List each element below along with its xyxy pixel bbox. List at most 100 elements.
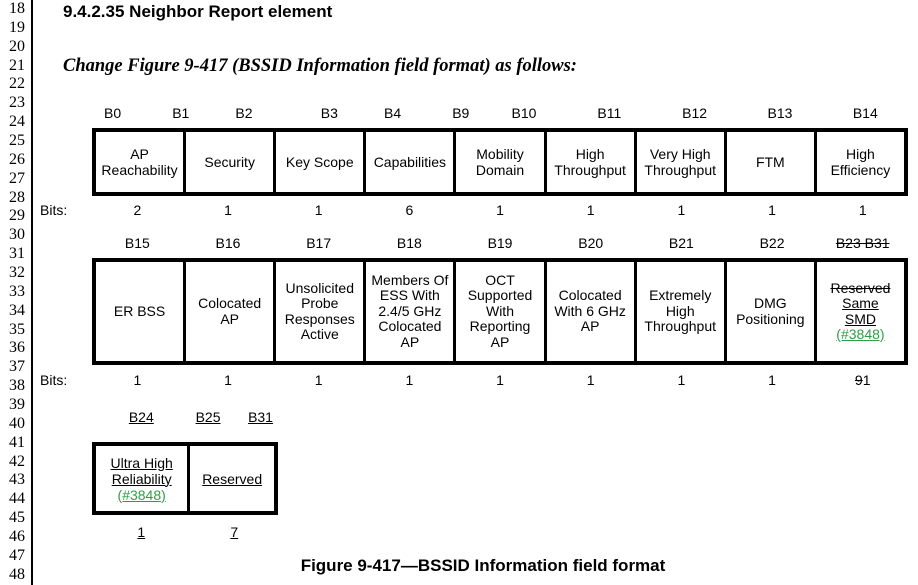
line-number: 28: [9, 188, 25, 206]
bit-label: B21: [668, 235, 694, 251]
field-cell: Unsolicited Probe Responses Active: [276, 262, 367, 361]
bit-label: B18: [396, 235, 422, 251]
bit-label: B12: [682, 105, 708, 121]
line-number: 46: [9, 528, 25, 546]
bits-value: 6: [405, 202, 414, 218]
line-number: 45: [9, 509, 25, 527]
bit-label: B22: [759, 235, 785, 251]
bit-label: B31: [248, 409, 273, 425]
bit-label: B9: [452, 105, 470, 121]
row1-bits: Bits: 2 1 1 6 1 1 1 1 1: [40, 202, 908, 218]
bits-value: 2: [133, 202, 142, 218]
line-number-gutter: 18 19 20 21 22 23 24 25 26 27 28 29 30 3…: [0, 0, 27, 585]
line-number: 35: [9, 320, 25, 338]
inserted-text: SMD: [844, 310, 876, 327]
line-number: 29: [9, 207, 25, 225]
field-cell: Very High Throughput: [637, 132, 727, 192]
bit-label: B14: [852, 105, 878, 121]
bits-value: 1: [496, 202, 504, 218]
line-number: 32: [9, 264, 25, 282]
bit-label: B20: [578, 235, 604, 251]
bit-label: B24: [128, 409, 154, 425]
line-number: 42: [9, 452, 25, 470]
field-cell: Security: [186, 132, 277, 192]
bit-label: B0: [104, 105, 122, 121]
bits-value: 1: [224, 372, 232, 388]
figure-9-417: B0 B1 B2 B3 B4 B9 B10 B11 B12 B13 B14 AP…: [40, 103, 908, 558]
bit-label-range-inserted: B25 B31: [191, 409, 278, 425]
bit-label-inserted: B24: [92, 409, 191, 425]
change-reference: (#3848): [117, 486, 166, 503]
bit-label: B3: [320, 105, 338, 121]
line-number: 25: [9, 132, 25, 150]
line-number: 38: [9, 377, 25, 395]
bits-value-redline: 91: [817, 372, 908, 388]
edit-instruction: Change Figure 9-417 (BSSID Information f…: [63, 56, 577, 76]
line-number: 31: [9, 245, 25, 263]
bits-value: 1: [224, 202, 232, 218]
field-cell: AP Reachability: [96, 132, 187, 192]
line-number: 21: [9, 56, 25, 74]
field-cell-inserted: Ultra High Reliability (#3848): [96, 446, 191, 511]
row2-field-table: ER BSS Colocated AP Unsolicited Probe Re…: [92, 258, 908, 365]
bits-label: Bits:: [40, 372, 68, 388]
deleted-text: 9: [854, 372, 863, 388]
line-number: 22: [9, 75, 25, 93]
bits-value: 1: [677, 372, 686, 388]
bit-label: B1: [172, 105, 190, 121]
inserted-text: 1: [862, 372, 871, 388]
line-number: 47: [9, 546, 25, 564]
bit-label: B16: [215, 235, 241, 251]
bits-label: Bits:: [40, 202, 68, 218]
bits-value: 1: [314, 202, 323, 218]
gutter-divider-line: [31, 0, 33, 585]
bits-value: 1: [768, 202, 776, 218]
bits-value: 1: [858, 202, 867, 218]
deleted-text: B23 B31: [835, 235, 890, 251]
bits-value: 1: [496, 372, 504, 388]
bits-value: 1: [586, 202, 595, 218]
bit-label: B13: [767, 105, 793, 121]
line-number: 36: [9, 339, 25, 357]
line-number: 41: [9, 433, 25, 451]
row2-bit-labels: B15 B16 B17 B18 B19 B20 B21 B22 B23 B31: [92, 235, 908, 251]
row3-bits: 1 7: [92, 524, 278, 540]
line-number: 20: [9, 37, 25, 55]
figure-caption: Figure 9-417—BSSID Information field for…: [300, 556, 666, 575]
bits-value: 1: [137, 524, 146, 540]
field-cell: High Efficiency: [830, 146, 891, 178]
bit-label: B4: [383, 105, 402, 121]
line-number: 23: [9, 94, 25, 112]
bit-label: B17: [306, 235, 332, 251]
line-number: 48: [9, 565, 25, 583]
row2-bits: Bits: 1 1 1 1 1 1 1 1 91: [40, 372, 908, 388]
bits-value-inserted: 1: [92, 524, 191, 540]
bit-label: B19: [487, 235, 513, 251]
line-number: 26: [9, 150, 25, 168]
line-number: 24: [9, 113, 25, 131]
line-number: 19: [9, 18, 25, 36]
inserted-text: Same: [842, 295, 879, 311]
row1-field-table: AP Reachability Security Key Scope Capab…: [92, 128, 908, 196]
bit-label-range: B4 B9: [372, 105, 481, 121]
line-number: 34: [9, 301, 25, 319]
section-heading: 9.4.2.35 Neighbor Report element: [63, 2, 333, 21]
field-cell: DMG Positioning: [727, 262, 817, 361]
line-number: 40: [9, 414, 25, 432]
bit-label: B15: [124, 235, 150, 251]
field-cell: Mobility Domain: [456, 132, 547, 192]
field-cell: Extremely High Throughput: [637, 262, 727, 361]
field-cell: Capabilities: [366, 132, 457, 192]
bits-value: 1: [405, 372, 414, 388]
bit-label-range: B0 B1: [92, 105, 201, 121]
change-reference: (#3848): [836, 326, 885, 342]
line-number: 27: [9, 169, 25, 187]
line-number: 18: [9, 0, 25, 17]
line-number: 44: [9, 490, 25, 508]
bits-value: 1: [133, 372, 142, 388]
bits-value: 1: [586, 372, 595, 388]
deleted-text: Reserved: [830, 279, 891, 296]
bit-label: B25: [195, 409, 221, 425]
bit-label: B2: [235, 105, 253, 121]
